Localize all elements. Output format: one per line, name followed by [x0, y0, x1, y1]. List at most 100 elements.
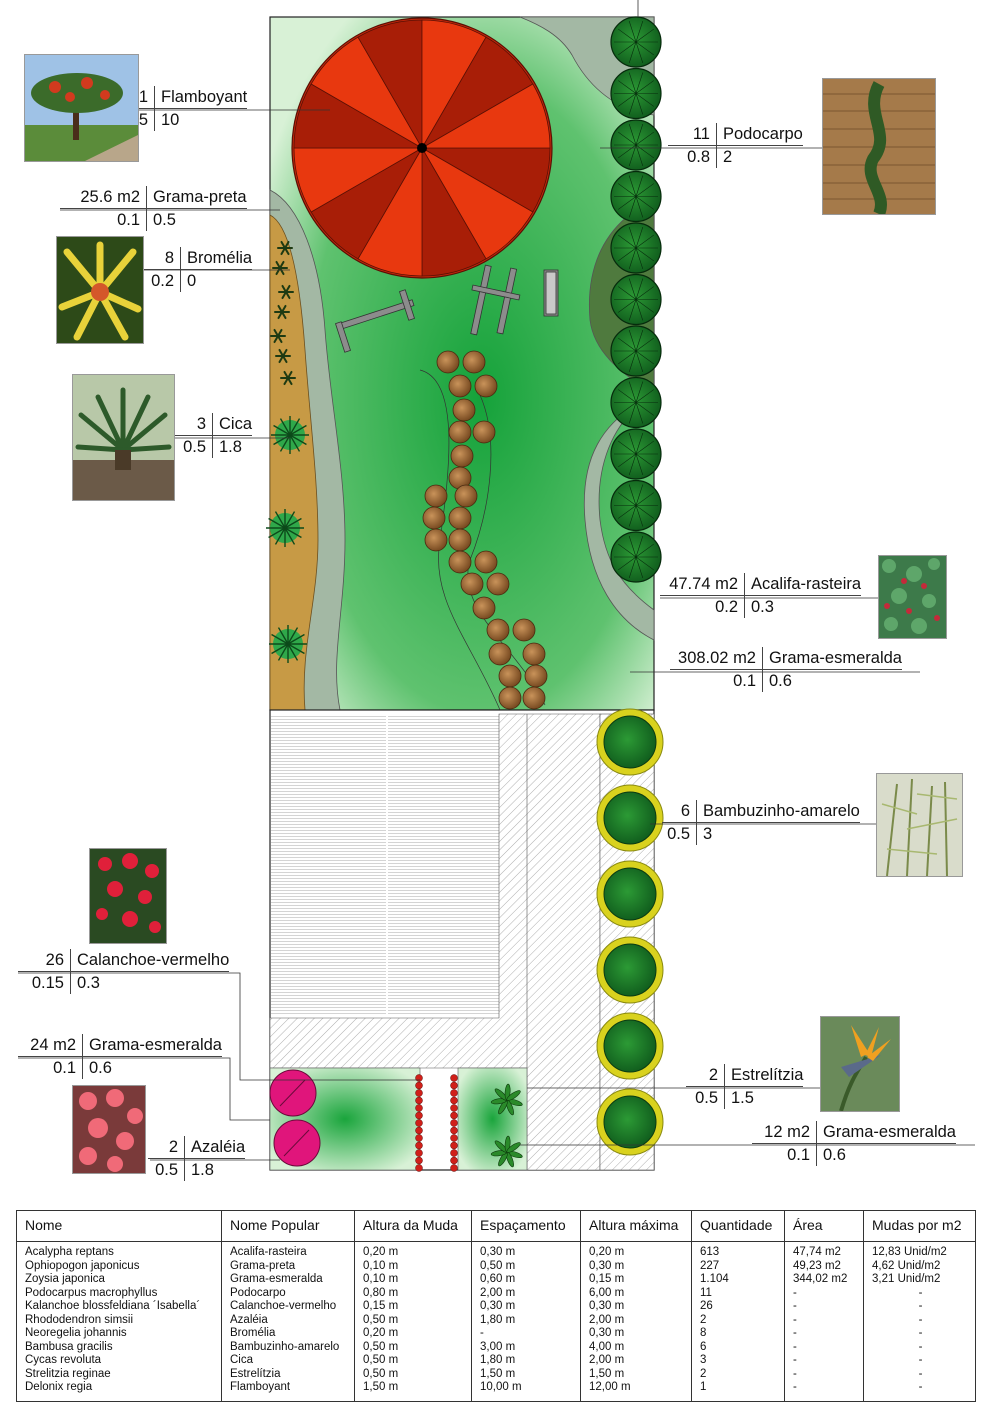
table-cell: Grama-preta: [221, 1259, 355, 1273]
table-cell: -: [784, 1381, 864, 1402]
grama-preta-right: [583, 394, 655, 641]
estrelitzia-leaf: [506, 1090, 521, 1101]
photo-flamboyant: [24, 54, 139, 162]
table-cell: Rhododendron simsii: [16, 1313, 222, 1327]
table-cell: Estrelítzia: [221, 1367, 355, 1381]
table-cell: 1: [691, 1381, 785, 1402]
photo-podocarpo: [822, 78, 936, 215]
plant-table: Nome Nome Popular Altura da Muda Espaçam…: [16, 1210, 976, 1402]
stepping-stone: [474, 374, 498, 398]
calanchoe-plant: [415, 1074, 423, 1082]
table-cell: -: [471, 1327, 581, 1341]
table-cell: 0,30 m: [471, 1300, 581, 1314]
table-cell: Strelitzia reginae: [16, 1367, 222, 1381]
table-cell: 2,00 m: [580, 1354, 692, 1368]
table-cell: Flamboyant: [221, 1381, 355, 1402]
calanchoe-plant: [450, 1141, 458, 1150]
calanchoe-plant: [415, 1089, 423, 1097]
stepping-stone: [474, 550, 498, 574]
calanchoe-plant: [415, 1134, 423, 1142]
table-cell: 12,83 Unid/m2: [863, 1241, 976, 1260]
calanchoe-plant: [450, 1149, 458, 1157]
table-cell: -: [863, 1300, 976, 1314]
table-cell: 0,20 m: [354, 1241, 472, 1260]
table-cell: 12,00 m: [580, 1381, 692, 1402]
table-cell: 227: [691, 1259, 785, 1273]
table-cell: 10,00 m: [471, 1381, 581, 1402]
table-cell: Grama-esmeralda: [221, 1273, 355, 1287]
table-cell: 0,20 m: [354, 1327, 472, 1341]
table-cell: 2: [691, 1313, 785, 1327]
stepping-stone: [522, 642, 546, 666]
table-cell: 8: [691, 1327, 785, 1341]
photo-azaleia: [72, 1085, 146, 1174]
stepping-stone: [448, 528, 472, 552]
azaleia-plants: [269, 1069, 321, 1167]
table-cell: -: [784, 1313, 864, 1327]
table-cell: Zoysia japonica: [16, 1273, 222, 1287]
photo-bromelia: [56, 236, 144, 344]
bromelia-plants: [270, 240, 296, 386]
table-cell: -: [863, 1340, 976, 1354]
table-cell: Calanchoe-vermelho: [221, 1300, 355, 1314]
table-cell: 1,50 m: [580, 1367, 692, 1381]
stepping-stone: [512, 618, 536, 642]
deck-right: [388, 714, 499, 1016]
calanchoe-plant: [450, 1119, 458, 1127]
table-cell: 3,00 m: [471, 1340, 581, 1354]
table-cell: 0,30 m: [471, 1241, 581, 1260]
landscape-plan: [18, 0, 975, 1172]
table-cell: 0,15 m: [354, 1300, 472, 1314]
bamboo-plants: [596, 708, 664, 1156]
stepping-stone: [448, 420, 472, 444]
table-cell: 0,50 m: [354, 1340, 472, 1354]
calanchoe-plant: [450, 1156, 458, 1165]
stepping-stone: [460, 572, 484, 596]
table-cell: 1,80 m: [471, 1354, 581, 1368]
calanchoe-plant: [450, 1104, 458, 1112]
flamboyant-tree: [291, 17, 553, 279]
stepping-stone: [448, 506, 472, 530]
deck-left: [271, 714, 386, 1016]
table-cell: Cycas revoluta: [16, 1354, 222, 1368]
table-cell: 3,21 Unid/m2: [863, 1273, 976, 1287]
stepping-stone: [422, 506, 446, 530]
calanchoe-plant: [415, 1149, 423, 1157]
table-cell: -: [863, 1313, 976, 1327]
photo-calanchoe: [89, 848, 167, 944]
calanchoe-plant: [450, 1111, 458, 1120]
table-cell: 2,00 m: [471, 1286, 581, 1300]
calanchoe-plant: [415, 1141, 423, 1150]
table-cell: 4,62 Unid/m2: [863, 1259, 976, 1273]
table-cell: 0,50 m: [354, 1354, 472, 1368]
table-cell: 1,50 m: [354, 1381, 472, 1402]
stepping-stone: [462, 350, 486, 374]
table-cell: Delonix regia: [16, 1381, 222, 1402]
table-cell: 0,50 m: [471, 1259, 581, 1273]
table-cell: 0,80 m: [354, 1286, 472, 1300]
table-cell: 11: [691, 1286, 785, 1300]
stepping-stone: [486, 572, 510, 596]
th-area: Área: [784, 1210, 864, 1242]
stepping-stone: [524, 664, 548, 688]
table-cell: -: [863, 1286, 976, 1300]
table-cell: Ophiopogon japonicus: [16, 1259, 222, 1273]
table-cell: Bambuzinho-amarelo: [221, 1340, 355, 1354]
table-cell: 6,00 m: [580, 1286, 692, 1300]
th-mudas: Mudas por m2: [863, 1210, 976, 1242]
table-cell: 0,30 m: [580, 1300, 692, 1314]
stepping-stone: [472, 420, 496, 444]
table-cell: 0,10 m: [354, 1273, 472, 1287]
table-cell: 49,23 m2: [784, 1259, 864, 1273]
table-cell: -: [863, 1327, 976, 1341]
